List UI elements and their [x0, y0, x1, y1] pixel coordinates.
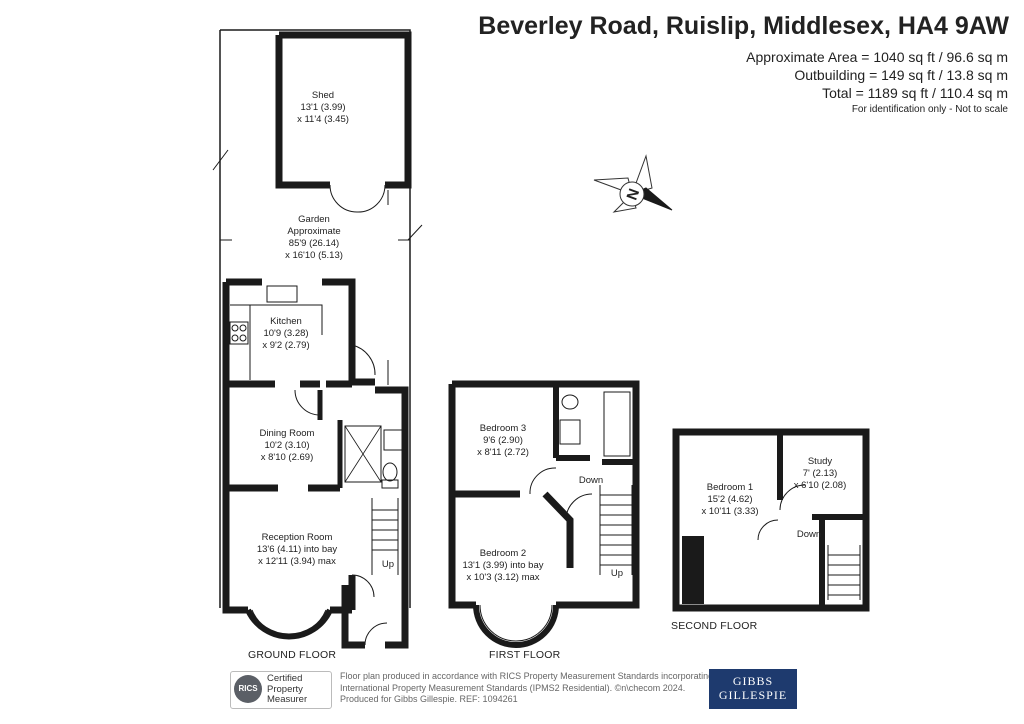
reception-dim-2: x 12'11 (3.94) max: [258, 556, 336, 567]
label-study: Study 7' (2.13) x 6'10 (2.08): [794, 456, 847, 491]
ground-floor-plan: [212, 29, 423, 649]
label-bedroom-2: Bedroom 2 13'1 (3.99) into bay x 10'3 (3…: [462, 548, 543, 583]
identification-note: For identification only - Not to scale: [851, 104, 1008, 115]
label-bedroom-3: Bedroom 3 9'6 (2.90) x 8'11 (2.72): [477, 423, 529, 458]
label-garden: Garden Approximate 85'9 (26.14) x 16'10 …: [285, 214, 343, 261]
kitchen-dim-2: x 9'2 (2.79): [262, 340, 309, 351]
agent-logo: GIBBS GILLESPIE: [709, 669, 797, 709]
dining-dim-1: 10'2 (3.10): [264, 440, 309, 451]
dining-dim-2: x 8'10 (2.69): [261, 452, 314, 463]
bedroom3-name: Bedroom 3: [480, 423, 526, 434]
ground-floor-label: GROUND FLOOR: [248, 649, 337, 661]
study-name: Study: [808, 456, 833, 467]
dining-name: Dining Room: [260, 428, 315, 439]
bedroom1-name: Bedroom 1: [707, 482, 753, 493]
shed-dim-1: 13'1 (3.99): [300, 102, 345, 113]
ground-stairs-up-label: Up: [382, 559, 394, 570]
kitchen-name: Kitchen: [270, 316, 302, 327]
footer-line-3: Produced for Gibbs Gillespie. REF: 10942…: [340, 694, 518, 704]
kitchen-dim-1: 10'9 (3.28): [263, 328, 308, 339]
reception-dim-1: 13'6 (4.11) into bay: [257, 544, 338, 555]
garden-approx: Approximate: [287, 226, 340, 237]
agent-logo-line-2: GILLESPIE: [718, 688, 788, 702]
outbuilding-area: Outbuilding = 149 sq ft / 13.8 sq m: [794, 67, 1008, 83]
rics-certified-badge: RICS Certified Property Measurer: [230, 671, 332, 709]
garden-dim-1: 85'9 (26.14): [289, 238, 339, 249]
reception-name: Reception Room: [262, 532, 333, 543]
bedroom1-dim-1: 15'2 (4.62): [707, 494, 752, 505]
garden-name: Garden: [298, 214, 330, 225]
second-stairs-down-label: Down: [797, 529, 821, 540]
label-shed: Shed 13'1 (3.99) x 11'4 (3.45): [297, 90, 349, 125]
approximate-area: Approximate Area = 1040 sq ft / 96.6 sq …: [746, 49, 1008, 65]
property-address-title: Beverley Road, Ruislip, Middlesex, HA4 9…: [478, 12, 1009, 40]
rics-logo-icon: RICS: [234, 675, 262, 703]
total-area: Total = 1189 sq ft / 110.4 sq m: [822, 85, 1008, 101]
first-stairs-up-label: Up: [611, 568, 623, 579]
footer-line-2: International Property Measurement Stand…: [340, 682, 686, 693]
second-floor-plan: [672, 428, 870, 612]
footer-disclaimer: Floor plan produced in accordance with R…: [340, 671, 713, 706]
label-kitchen: Kitchen 10'9 (3.28) x 9'2 (2.79): [262, 316, 309, 351]
study-dim-1: 7' (2.13): [803, 468, 838, 479]
rics-badge-text: Certified Property Measurer: [267, 673, 308, 706]
footer-line-1: Floor plan produced in accordance with R…: [340, 671, 714, 681]
label-dining-room: Dining Room 10'2 (3.10) x 8'10 (2.69): [260, 428, 315, 463]
rics-line-2: Property: [267, 683, 303, 695]
north-compass-icon: [593, 154, 673, 213]
study-dim-2: x 6'10 (2.08): [794, 480, 847, 491]
bedroom2-dim-1: 13'1 (3.99) into bay: [462, 560, 543, 571]
first-floor-plan: [448, 380, 640, 648]
shed-dim-2: x 11'4 (3.45): [297, 114, 349, 125]
bedroom2-dim-2: x 10'3 (3.12) max: [466, 572, 539, 583]
first-stairs-down-label: Down: [579, 475, 603, 486]
bedroom1-dim-2: x 10'11 (3.33): [701, 506, 758, 517]
agent-logo-line-1: GIBBS: [732, 674, 774, 688]
label-reception-room: Reception Room 13'6 (4.11) into bay x 12…: [257, 532, 338, 567]
rics-line-3: Measurer: [267, 694, 308, 705]
bedroom3-dim-1: 9'6 (2.90): [483, 435, 523, 446]
first-floor-label: FIRST FLOOR: [489, 649, 561, 661]
bedroom3-dim-2: x 8'11 (2.72): [477, 447, 529, 458]
garden-dim-2: x 16'10 (5.13): [285, 250, 343, 261]
label-bedroom-1: Bedroom 1 15'2 (4.62) x 10'11 (3.33): [701, 482, 758, 517]
second-floor-label: SECOND FLOOR: [671, 620, 758, 632]
bedroom2-name: Bedroom 2: [480, 548, 526, 559]
rics-line-1: Certified: [267, 673, 303, 684]
shed-name: Shed: [312, 90, 334, 101]
